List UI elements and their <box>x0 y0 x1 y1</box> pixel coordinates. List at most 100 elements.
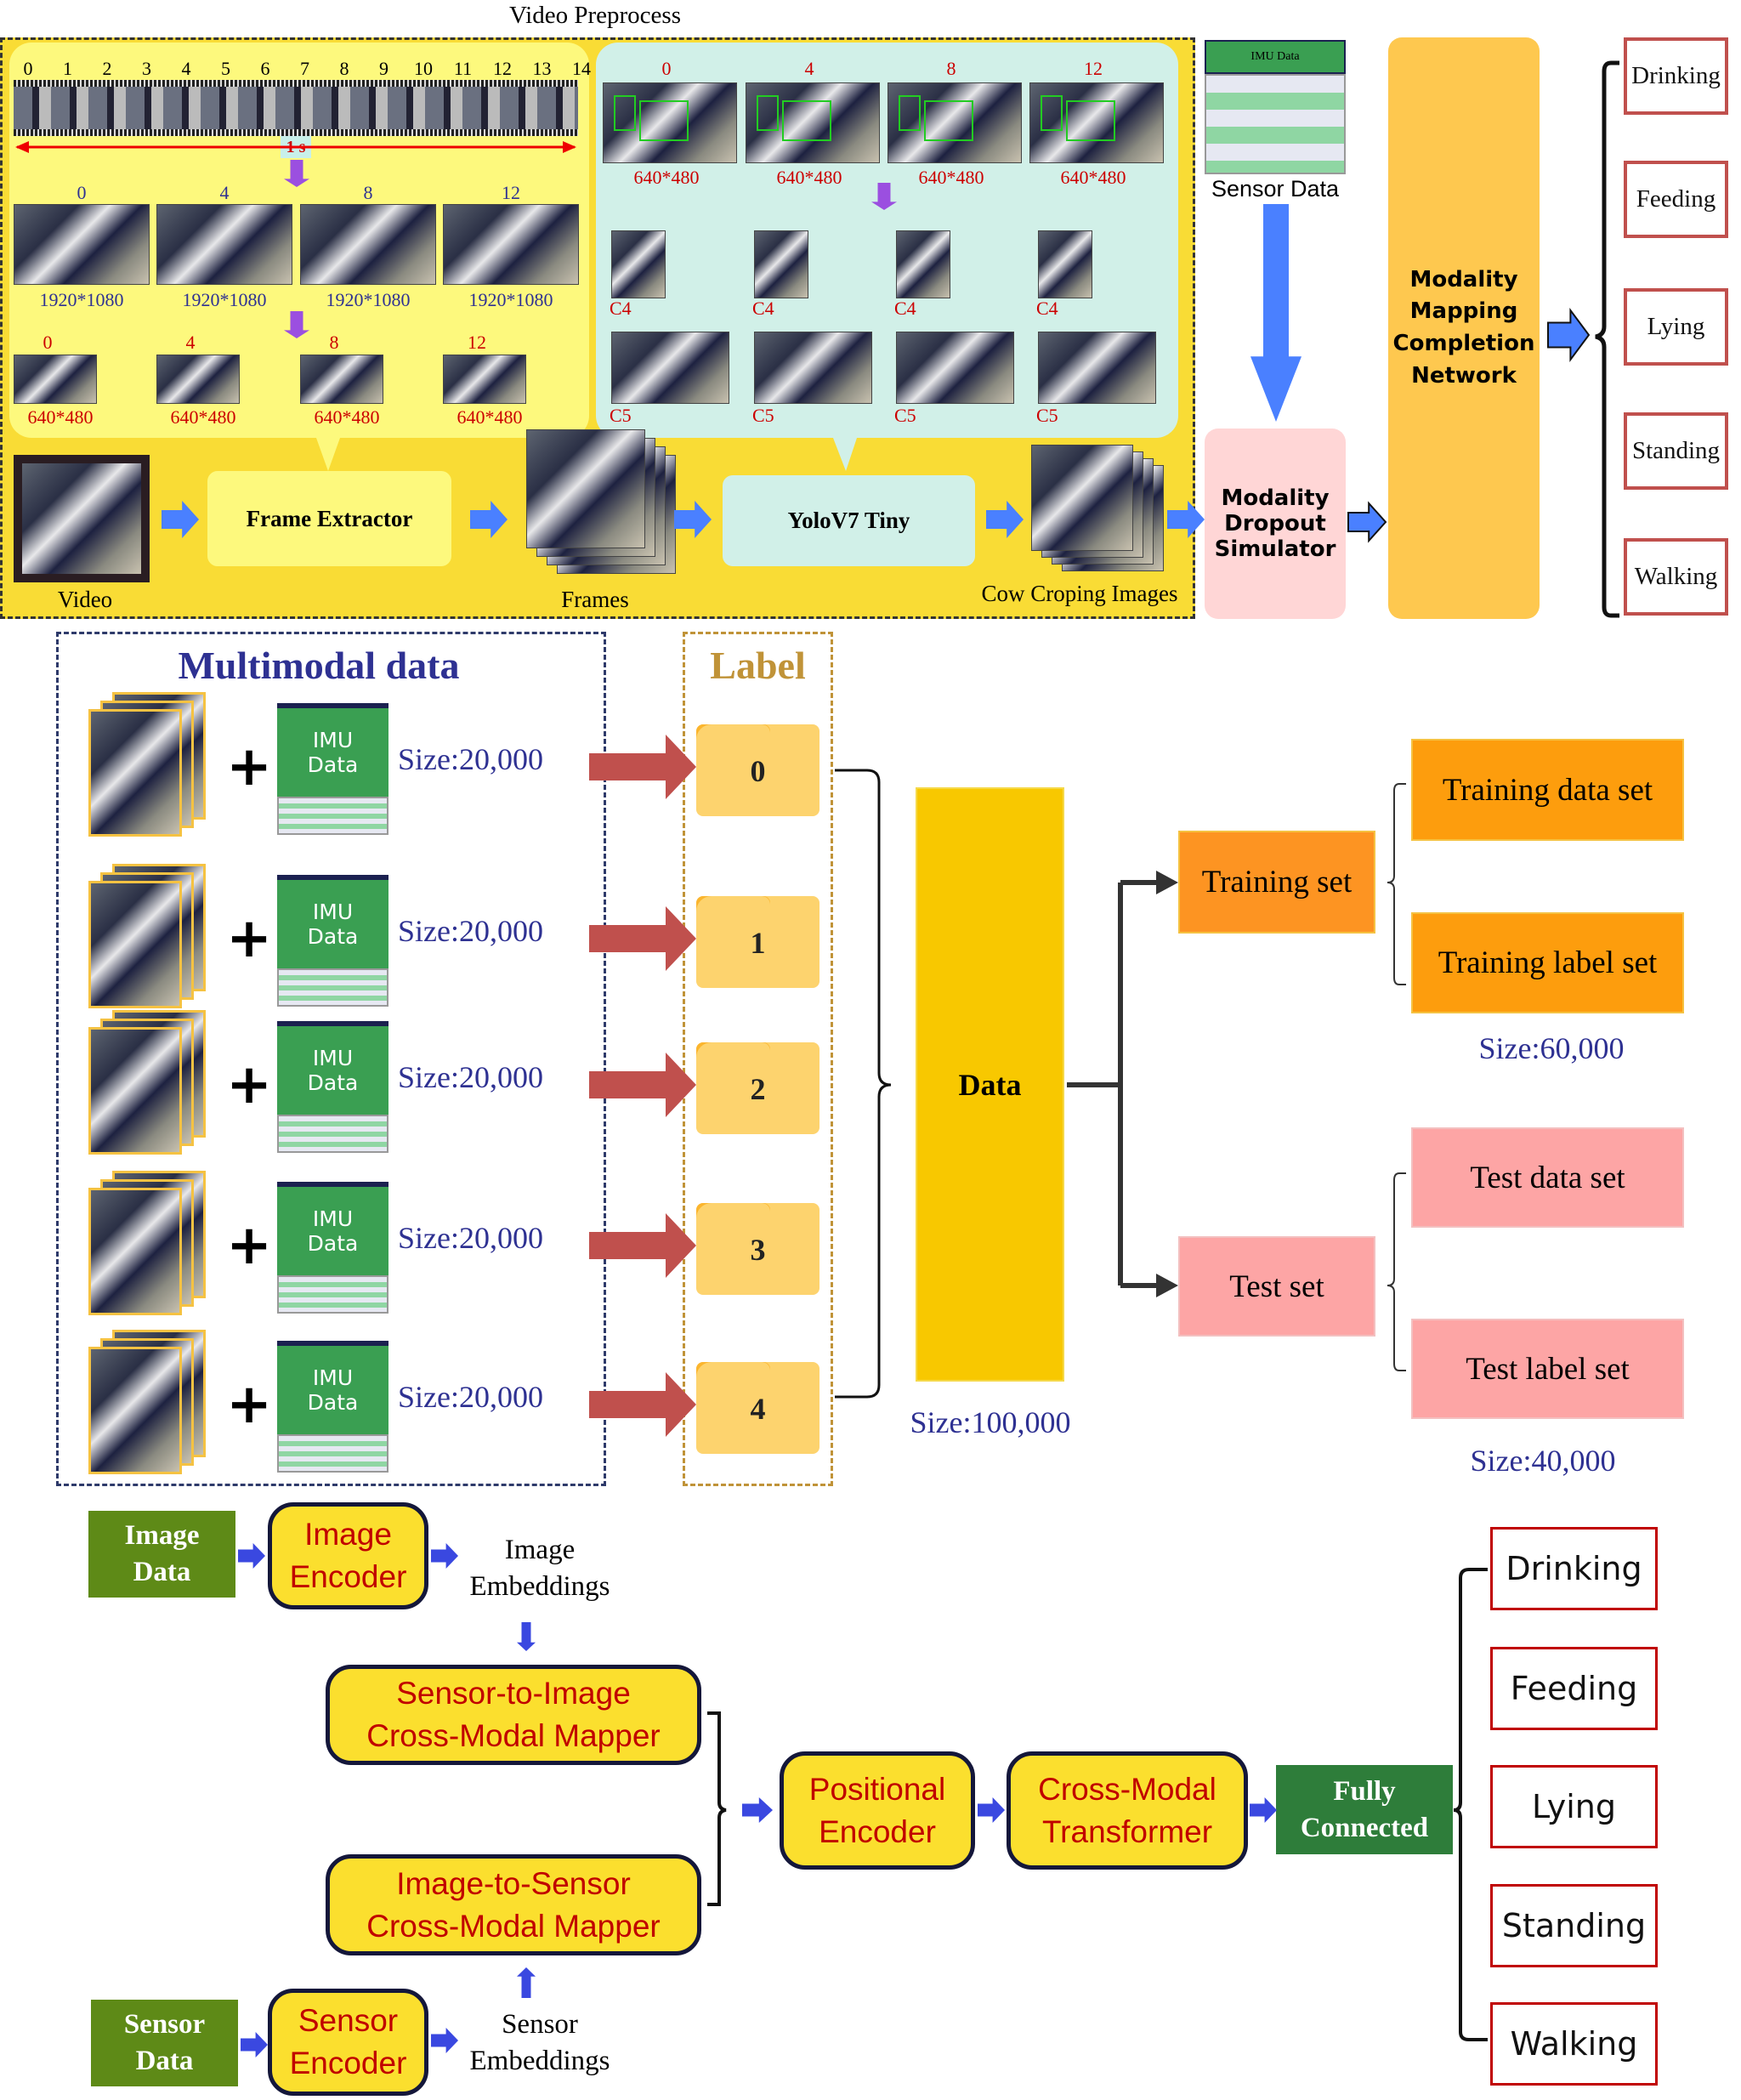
frame-extractor-box: Frame Extractor <box>207 471 451 566</box>
arrow <box>1250 1797 1277 1823</box>
crop-label: C5 <box>1036 405 1058 426</box>
detection-thumbnail <box>603 82 737 163</box>
arrow <box>241 2032 268 2057</box>
frame-thumbnail-small <box>156 355 240 404</box>
image-data-block-line: Data <box>133 1557 191 1587</box>
activity-brace-bottom <box>1453 1568 1488 2041</box>
imu-data-text: IMU <box>312 1046 354 1070</box>
folder-tab-back <box>696 896 770 930</box>
frame-index-label: 4 <box>219 182 230 203</box>
bounding-box-c5 <box>1066 100 1115 141</box>
activity-brace <box>1595 60 1619 618</box>
frame-index-label: 0 <box>77 182 87 203</box>
label-folder: 4 <box>696 1362 819 1454</box>
imu-data-text: IMU <box>312 1206 354 1231</box>
imu-data-text: Data <box>307 752 359 777</box>
activity-box: Lying <box>1490 1765 1658 1848</box>
bounding-box-c4 <box>1041 95 1063 131</box>
data-connector <box>1067 880 1161 1288</box>
frame-index: 14 <box>572 58 591 79</box>
video-label: Video <box>57 586 113 612</box>
positional-encoder-line: Positional <box>808 1771 946 1807</box>
cow-image-stack <box>88 1347 182 1474</box>
sensor-embeddings-up-arrow <box>517 1967 536 1998</box>
video-thumbnail <box>14 455 150 582</box>
training-data-set-box: Training data set <box>1411 739 1684 841</box>
modality-dropout-simulator: Modality Dropout Simulator <box>1205 429 1346 619</box>
arrow <box>978 1797 1005 1823</box>
yolo-box: YoloV7 Tiny <box>723 475 975 566</box>
imu-table-grid <box>1205 74 1346 174</box>
size-label: Size:20,000 <box>398 1380 543 1414</box>
label-folder: 3 <box>696 1203 819 1295</box>
size-label: Size:20,000 <box>398 1060 543 1094</box>
imu-data-text: Data <box>307 1070 359 1095</box>
activity-box: Walking <box>1624 538 1728 616</box>
imu-data-grid <box>277 968 388 1007</box>
bounding-box-c5 <box>639 100 689 141</box>
sensor-to-image-mapper-line: Sensor-to-Image <box>396 1676 631 1711</box>
crop-c5-image <box>1038 332 1156 404</box>
crop-label: C5 <box>894 405 916 426</box>
frame-index-label: 4 <box>185 332 196 353</box>
sensor-data-label: Sensor Data <box>1211 175 1340 201</box>
sensor-data-block-line: Sensor <box>123 2009 206 2040</box>
plus-sign: + <box>226 1373 272 1436</box>
frame-index-label: 0 <box>661 58 672 79</box>
frame-index: 12 <box>493 58 512 79</box>
plus-sign: + <box>226 1214 272 1277</box>
modality-mapping-network-line: Modality Mapping Completion Network <box>1392 266 1535 389</box>
frame-thumbnail <box>443 204 579 285</box>
sensor-embeddings-label-line: Sensor <box>502 2009 578 2040</box>
folder-label: 0 <box>750 754 766 788</box>
image-embeddings-label-line: Image <box>504 1535 576 1566</box>
folder-tab-back <box>696 1362 770 1396</box>
crop-label: C4 <box>894 298 916 319</box>
cow-image-stack <box>88 1027 182 1155</box>
label-folder: 0 <box>696 724 819 816</box>
imu-data-grid <box>277 1275 388 1314</box>
imu-data-text: IMU <box>312 1365 354 1390</box>
frame-thumbnail-small <box>300 355 383 404</box>
imu-table-header: IMU Data <box>1205 40 1346 74</box>
imu-data-text: Data <box>307 1390 359 1415</box>
crop-label: C4 <box>1036 298 1058 319</box>
bounding-box-c4 <box>899 95 921 131</box>
folder-label: 2 <box>750 1072 766 1106</box>
arrow <box>238 1543 265 1569</box>
resolution-label: 640*480 <box>27 406 94 428</box>
modality-mapping-network: Modality Mapping Completion Network <box>1388 37 1540 619</box>
frame-index: 2 <box>102 58 112 79</box>
frame-index: 9 <box>379 58 388 79</box>
label-folder: 2 <box>696 1042 819 1134</box>
size-label: Size:20,000 <box>398 914 543 948</box>
crop-c4-image <box>754 230 808 298</box>
frame-thumbnail <box>14 204 150 285</box>
test-set-box: Test set <box>1178 1236 1375 1337</box>
frame-index-label: 8 <box>946 58 956 79</box>
sensor-data-block-line: Data <box>135 2046 194 2076</box>
training-arrowhead <box>1156 871 1178 894</box>
plus-sign: + <box>226 907 272 970</box>
crop-c5-image <box>754 332 872 404</box>
folder-label: 4 <box>750 1392 766 1426</box>
size-label: Size:20,000 <box>398 742 543 776</box>
test-label-set-box: Test label set <box>1411 1319 1684 1419</box>
image-to-sensor-mapper-line: Cross-Modal Mapper <box>366 1908 661 1944</box>
activity-box: Lying <box>1624 288 1728 366</box>
frame-index: 1 <box>63 58 72 79</box>
activity-box: Walking <box>1490 2002 1658 2086</box>
data-box: Data <box>916 787 1064 1382</box>
